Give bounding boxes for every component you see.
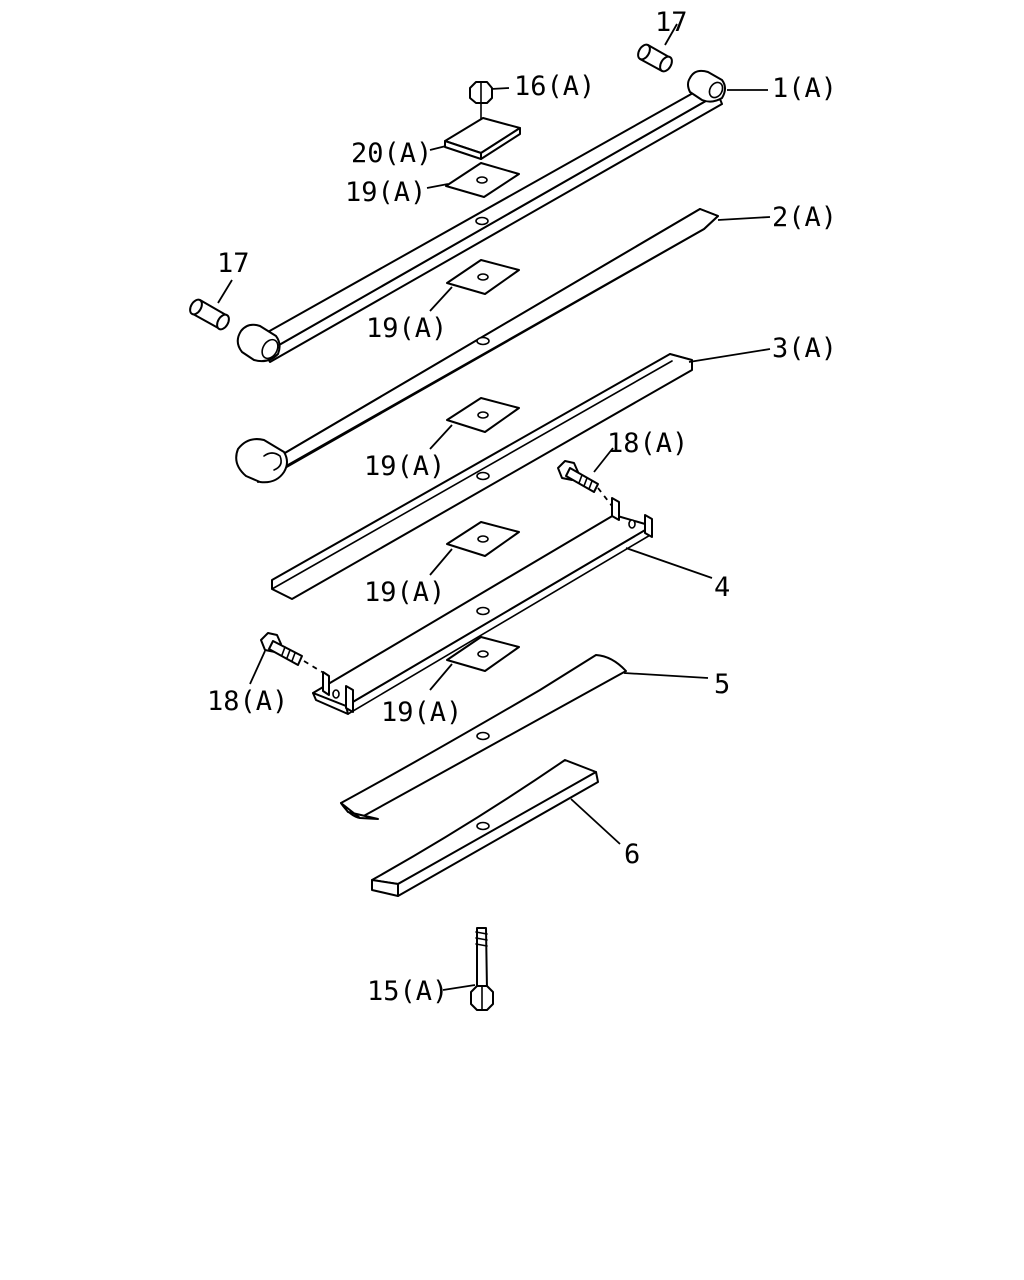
- label-16: 16(A): [514, 71, 595, 102]
- label-19-d: 19(A): [364, 577, 445, 608]
- label-2: 2(A): [772, 202, 837, 233]
- label-19-c: 19(A): [364, 451, 445, 482]
- label-3: 3(A): [772, 333, 837, 364]
- label-17-left: 17: [217, 248, 250, 279]
- bolt-18-right[interactable]: [557, 460, 613, 507]
- label-17-top: 17: [655, 7, 688, 38]
- leader-lines: [217, 23, 771, 991]
- spacer-19-b[interactable]: [446, 259, 520, 295]
- spacer-19-e[interactable]: [446, 636, 520, 672]
- spacer-19-c[interactable]: [446, 397, 520, 433]
- leaf-6[interactable]: [371, 759, 599, 897]
- leaf-3[interactable]: [271, 353, 693, 600]
- label-4: 4: [714, 572, 730, 603]
- part-labels: 17 16(A) 1(A) 20(A) 19(A) 2(A) 17 19(A) …: [207, 7, 837, 1007]
- label-19-b: 19(A): [366, 313, 447, 344]
- bolt-18-left[interactable]: [260, 632, 323, 673]
- label-1: 1(A): [772, 73, 837, 104]
- leaf-2[interactable]: [235, 208, 719, 484]
- label-5: 5: [714, 669, 730, 700]
- label-6: 6: [624, 839, 640, 870]
- spacer-19-d[interactable]: [446, 521, 520, 557]
- pin-17-left[interactable]: [188, 298, 232, 332]
- label-18-right: 18(A): [607, 428, 688, 459]
- label-20: 20(A): [351, 138, 432, 169]
- label-18-left: 18(A): [207, 686, 288, 717]
- pin-17-top[interactable]: [636, 43, 675, 74]
- main-leaf-1[interactable]: [236, 69, 726, 363]
- leaf-4[interactable]: [312, 497, 653, 715]
- spacer-19-a[interactable]: [445, 162, 520, 198]
- label-15: 15(A): [367, 976, 448, 1007]
- center-bolt-15[interactable]: [470, 927, 494, 1011]
- label-19-e: 19(A): [381, 697, 462, 728]
- label-19-a: 19(A): [345, 177, 426, 208]
- leaf-5[interactable]: [340, 654, 627, 820]
- plate-20[interactable]: [444, 117, 521, 160]
